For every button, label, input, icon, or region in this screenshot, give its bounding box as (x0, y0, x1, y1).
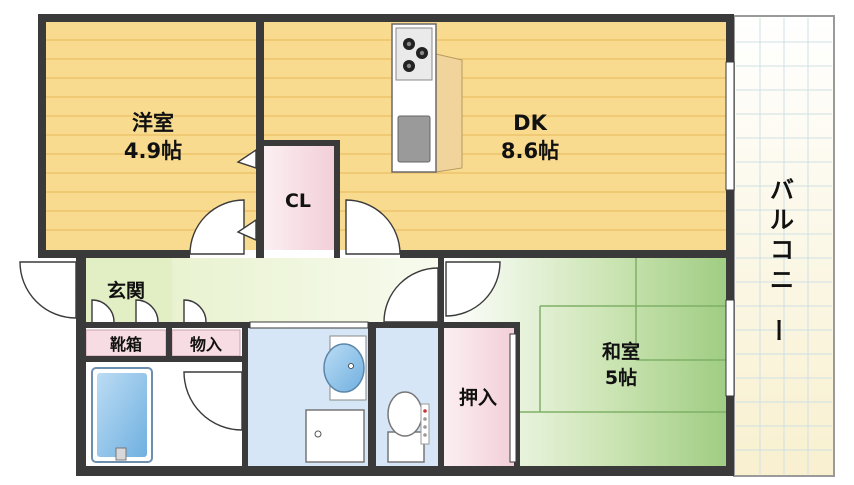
western-room-size: 4.9帖 (124, 139, 182, 163)
sink-icon (323, 343, 365, 393)
dk-label: DK (513, 111, 547, 135)
closet-floor (264, 146, 334, 250)
washing-machine-pan-icon (305, 409, 365, 463)
sliding-doors (249, 321, 517, 463)
washroom (248, 326, 368, 466)
western-room-label: 洋室 (132, 111, 174, 135)
balcony-label: バルコニー (764, 176, 794, 342)
dk-floor (264, 22, 728, 250)
japanese-room-label: 和室 (602, 340, 640, 363)
dk-size: 8.6帖 (501, 139, 559, 163)
shoe-box-label: 靴箱 (110, 335, 142, 354)
stove-icon (403, 38, 428, 72)
oshiire-floor (444, 328, 514, 466)
toilet-room (376, 326, 438, 466)
windows (725, 61, 735, 397)
entrance-label: 玄関 (107, 279, 145, 302)
balcony (733, 15, 835, 477)
kitchen-sink-icon (397, 115, 431, 163)
walls (38, 14, 734, 476)
doors (19, 148, 501, 431)
closet-label: CL (285, 190, 311, 212)
oshiire-label: 押入 (459, 386, 497, 409)
storage-label: 物入 (190, 335, 222, 354)
toilet-icon (387, 391, 423, 437)
bathtub-water (97, 373, 147, 457)
kitchen-counter (391, 23, 463, 173)
japanese-room-size: 5帖 (605, 366, 637, 389)
storage-floor (171, 329, 241, 357)
